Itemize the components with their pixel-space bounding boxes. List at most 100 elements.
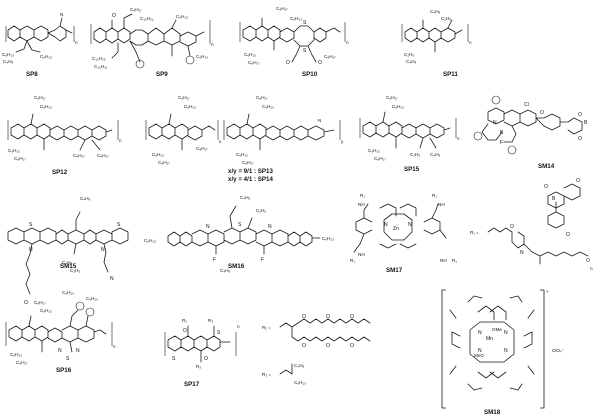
sp17-s2: S xyxy=(217,330,221,336)
r2-o-6: O xyxy=(350,343,354,349)
sm15-c4h9-b: C₄H₉ xyxy=(62,260,73,265)
sm14-b2: B xyxy=(584,120,588,126)
sm17-nh-tl: NH xyxy=(358,202,365,207)
sm15-c2h5-b: C₂H₅ xyxy=(70,268,80,273)
sp11-c4h9-top: C₄H₉ xyxy=(430,9,441,14)
sm15-s-left: S xyxy=(29,222,33,228)
sm16-c2h5-top: C₂H₅ xyxy=(256,208,266,213)
label-sp13-ratio: x/y = 9/1 : SP13 xyxy=(228,168,273,175)
sp13-c6h13-top2: C₆H₁₃ xyxy=(262,104,274,109)
sp10-c6h13-b: C₆H₁₃ xyxy=(244,52,256,57)
sm17-nh-tr: NH xyxy=(438,202,445,207)
sp10-s-top: S xyxy=(303,20,307,26)
sp16-c6h13-top: C₆H₁₃ xyxy=(62,290,74,295)
sp13-c6h13-b2: C₆H₁₃ xyxy=(236,152,248,157)
label-sm17: SM17 xyxy=(386,267,403,274)
sp8-c6h13: C₆H₁₃ xyxy=(2,52,14,57)
sp8-n-atoms: N xyxy=(60,12,63,17)
sm18-n4: N xyxy=(504,348,508,354)
label-sp9: SP9 xyxy=(156,71,168,78)
sp9-c10h21: C₁₀H₂₁ xyxy=(140,16,154,21)
sm16-f-right: F xyxy=(261,257,264,263)
sp15-c6h13-top: C₆H₁₃ xyxy=(392,104,404,109)
sp16-c6h13-r: C₆H₁₃ xyxy=(86,296,98,301)
structure-sm16: C₆H₁₃ C₆H₁₃ C₄H₉ C₂H₅ S F F N N C₄H₉ SM1… xyxy=(144,195,334,273)
sm14-b: B xyxy=(500,130,504,136)
sm17-r1-br: R₁ xyxy=(452,258,457,263)
r1-o-2: O xyxy=(544,184,548,190)
sp13-c8h17-b: C₈H₁₇ xyxy=(158,160,170,165)
sm16-si: S xyxy=(238,222,242,228)
sp13-c8h17-f1: C₈H₁₇ xyxy=(196,146,208,151)
sm17-nh-br: NH xyxy=(440,258,447,263)
sp12-c8h17-r2: C₈H₁₇ xyxy=(97,153,109,158)
r3-def-label: R₃ = xyxy=(262,372,271,377)
label-sp16: SP16 xyxy=(56,367,72,374)
sm14-cl: Cl xyxy=(524,102,529,108)
sm17-nh-bl: NH xyxy=(358,252,365,257)
sm18-plus: + xyxy=(546,289,549,294)
sp16-s: S xyxy=(66,356,70,362)
sm16-n-left: N xyxy=(206,224,210,230)
sp13-n-atom: N xyxy=(318,118,321,123)
r2-o-5: O xyxy=(326,343,330,349)
sp10-c8h17-top: C₈H₁₇ xyxy=(276,6,288,11)
label-sm18: SM18 xyxy=(484,409,501,416)
sp13-y: y xyxy=(341,139,344,144)
sp11-c2h5: C₂H₅ xyxy=(404,52,414,57)
sm17-r1-tl: R₁ xyxy=(360,193,365,198)
label-sm14: SM14 xyxy=(538,163,555,170)
r1-n-subscript: n xyxy=(590,266,593,271)
sm14-o3: O xyxy=(578,136,582,142)
r1-o-1: O xyxy=(510,224,514,230)
sp10-c6h13-top: C₆H₁₃ xyxy=(290,16,302,21)
sp16-c8h17-top: C₈H₁₇ xyxy=(34,300,46,305)
structure-sp16: C₆H₁₃ C₈H₁₇ C₆H₁₃ C₆H₁₃ C₆H₁₃ C₈H₁₇ S N … xyxy=(5,290,116,374)
sm14-n1: N xyxy=(493,120,497,126)
sp17-r2-top: R₂ xyxy=(182,318,187,323)
r1-o-4: O xyxy=(566,232,570,238)
sp15-c2h5: C₂H₅ xyxy=(410,152,420,157)
structure-sp13-sp14: C₈H₁₇ C₆H₁₃ C₈H₁₇ C₆H₁₃ C₆H₁₃ C₈H₁₇ C₈H₁… xyxy=(145,95,344,183)
sp10-c8h17-b: C₈H₁₇ xyxy=(248,60,260,65)
sm18-meo: MeO xyxy=(474,353,484,358)
sm15-n-left: N xyxy=(29,247,33,253)
sm15-c4h9-top: C₄H₉ xyxy=(80,196,91,201)
r1-definition: R₁ = O N B O O O O n xyxy=(470,178,593,271)
sp11-c4h9: C₄H₉ xyxy=(406,59,417,64)
sp16-c8h17-b: C₈H₁₇ xyxy=(16,360,28,365)
r1-o-3: O xyxy=(576,178,580,184)
sm17-r1-tr: R₁ xyxy=(432,193,437,198)
sm17-n2: N xyxy=(408,222,412,228)
sp15-c6h13-b: C₆H₁₃ xyxy=(368,148,380,153)
r1-b: B xyxy=(552,196,556,202)
sp13-c8h17-b2: C₈H₁₇ xyxy=(242,160,254,165)
structure-sm18: Mn OMe MeO N N N N + ClO₄⁻ SM18 xyxy=(441,289,565,416)
sp10-n: n xyxy=(346,40,349,45)
sp10-c8h17-r: C₈H₁₇ xyxy=(324,54,336,59)
r2-o-3: O xyxy=(350,314,354,320)
label-sp17: SP17 xyxy=(184,381,200,388)
sp9-n: n xyxy=(211,42,214,47)
structure-sp17: R₂ R₃ R₂ S S O O n SP17 xyxy=(164,318,240,388)
sm18-mn: Mn xyxy=(486,336,493,342)
sp11-c2h5-top: C₂H₅ xyxy=(441,16,451,21)
sp10-s-bot: S xyxy=(303,48,307,54)
sp15-c4h9: C₄H₉ xyxy=(430,152,441,157)
sp16-n2: N xyxy=(76,348,80,354)
sp12-c8h17-r1: C₈H₁₇ xyxy=(73,153,85,158)
sm16-c6h13-right: C₆H₁₃ xyxy=(322,236,334,241)
sp8-c6h13-b: C₆H₁₃ xyxy=(40,54,52,59)
structure-sp8: N C₆H₁₃ C₄H₉ C₆H₁₃ n SP8 xyxy=(2,12,78,78)
label-sp14-ratio: x/y = 4/1 : SP14 xyxy=(228,176,273,183)
r2-o-1: O xyxy=(302,314,306,320)
structure-sm14: N B F Cl O B O O SM14 xyxy=(473,95,588,170)
structure-sp10: C₈H₁₇ C₆H₁₃ S S C₆H₁₃ C₈H₁₇ O O C₈H₁₇ n … xyxy=(239,6,349,78)
sp16-n1: N xyxy=(58,348,62,354)
sm18-ome: OMe xyxy=(492,327,502,332)
r2-o-2: O xyxy=(326,314,330,320)
sp17-r3-top: R₃ xyxy=(208,318,213,323)
sp17-s1: S xyxy=(172,356,176,362)
sm18-clo4: ClO₄⁻ xyxy=(552,348,565,353)
sm17-r1-bl: R₁ xyxy=(350,258,355,263)
